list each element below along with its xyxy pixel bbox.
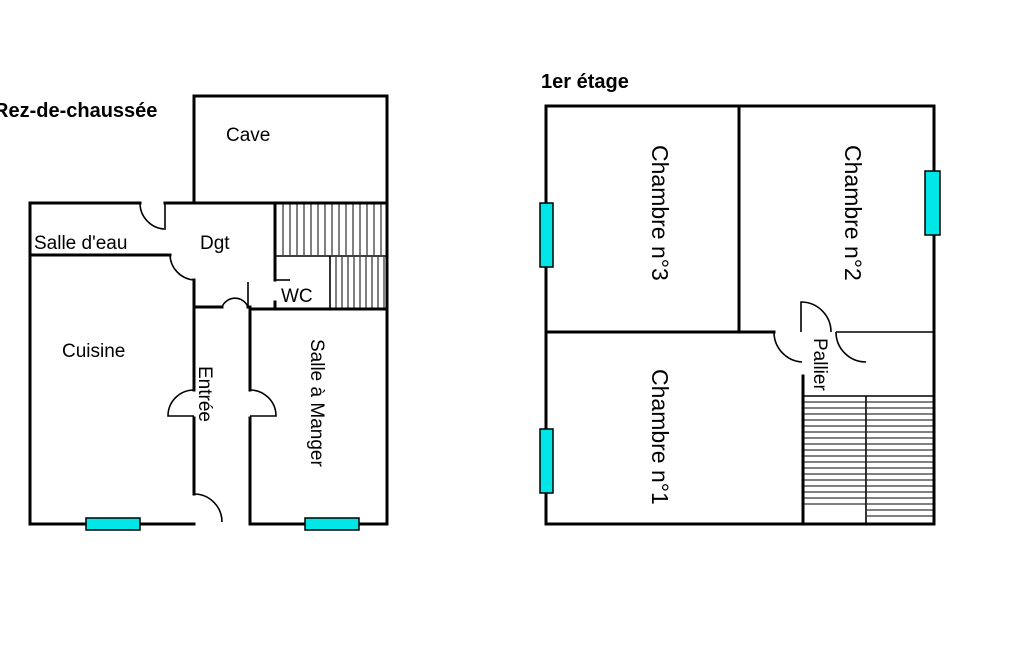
window-salle-a-manger	[304, 517, 360, 531]
window-chambre3	[539, 202, 554, 268]
first-floor-title: 1er étage	[541, 71, 629, 93]
chambre2-label: Chambre n°2	[840, 145, 866, 281]
ground-doors	[139, 202, 290, 523]
door-dgt-cuisine	[169, 254, 195, 281]
first-stair-left	[804, 401, 866, 505]
salle-a-manger-label: Salle à Manger	[306, 339, 327, 467]
door-entree-right	[249, 389, 277, 417]
cave-room: Cave	[192, 94, 389, 202]
first-interior-walls	[544, 104, 934, 526]
pallier-label: Pallier	[809, 338, 830, 391]
chambre1-label: Chambre n°1	[647, 369, 673, 505]
salle-deau-label: Salle d'eau	[34, 233, 127, 254]
ground-stair-lower	[335, 257, 385, 308]
first-stair-right	[867, 401, 933, 517]
door-chambre2	[800, 301, 832, 333]
first-stairs	[804, 401, 933, 517]
door-pallier-right	[835, 331, 867, 363]
ground-interior-walls	[28, 201, 389, 526]
window-cuisine	[85, 517, 141, 531]
ground-floor: Rez-de-chaussée Cave	[0, 94, 389, 531]
cave-label: Cave	[226, 125, 270, 146]
ground-stair-upper	[282, 204, 382, 255]
ground-floor-title: Rez-de-chaussée	[0, 100, 157, 122]
window-chambre1	[539, 428, 554, 494]
door-chambre1	[773, 331, 803, 363]
first-doors	[773, 301, 867, 363]
first-floor: 1er étage	[539, 71, 941, 526]
door-front	[193, 493, 223, 523]
chambre3-label: Chambre n°3	[647, 145, 673, 281]
entree-label: Entrée	[194, 366, 215, 422]
window-chambre2	[924, 170, 941, 236]
door-entree-left	[167, 389, 195, 417]
door-salle-deau	[139, 202, 167, 230]
dgt-label: Dgt	[200, 233, 230, 254]
ground-stairs	[282, 204, 385, 308]
door-entree-dgt	[221, 282, 249, 308]
wc-label: WC	[281, 286, 313, 307]
cuisine-label: Cuisine	[62, 341, 125, 362]
